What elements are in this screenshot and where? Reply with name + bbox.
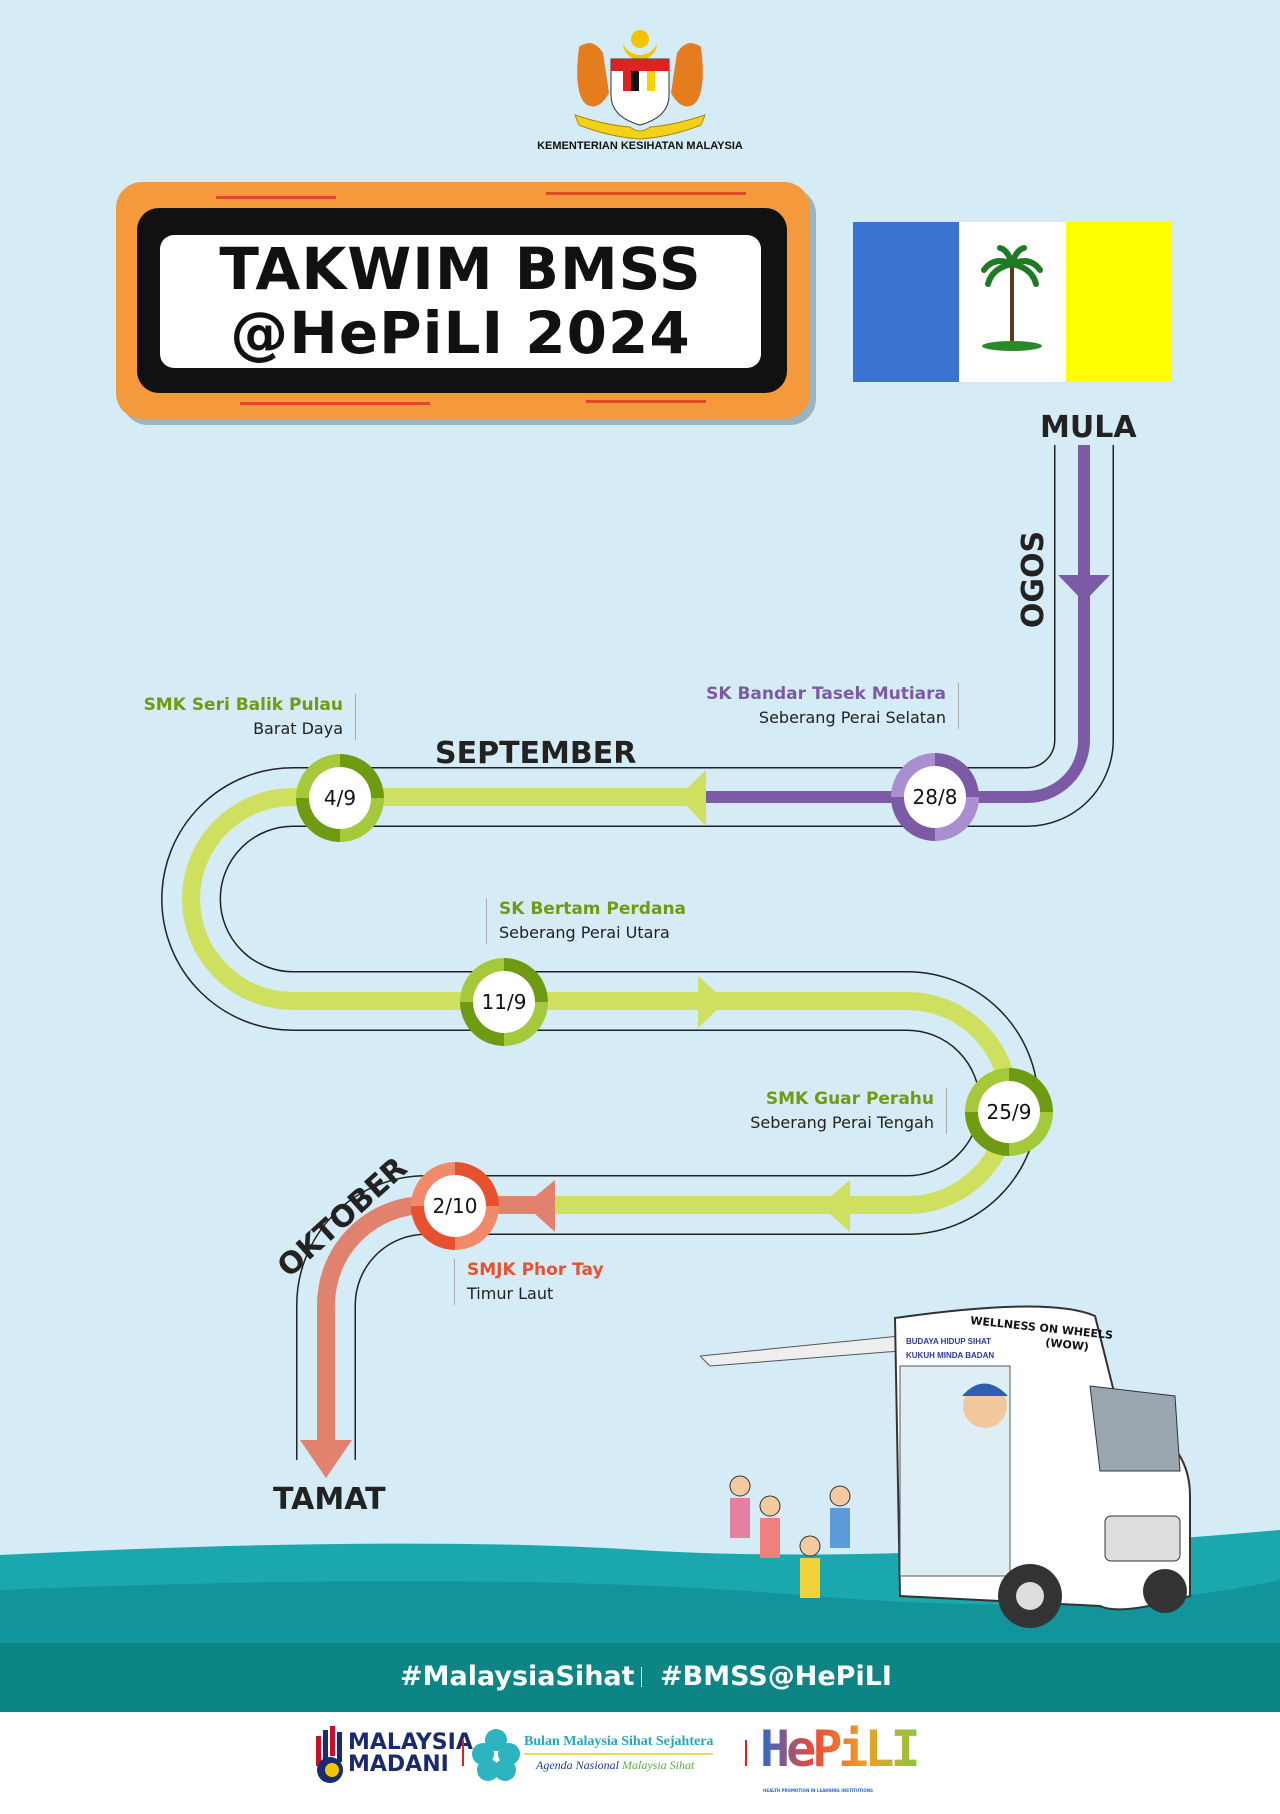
end-label: TAMAT bbox=[273, 1482, 386, 1517]
district-name: Seberang Perai Utara bbox=[499, 923, 670, 942]
district-name: Timur Laut bbox=[467, 1284, 554, 1303]
route-segment-august bbox=[706, 445, 1090, 803]
school-name: SMK Seri Balik Pulau bbox=[143, 695, 343, 715]
arrow-right-icon bbox=[698, 976, 726, 1028]
month-label-september: SEPTEMBER bbox=[435, 736, 637, 771]
hashtag: #MalaysiaSihat bbox=[400, 1661, 635, 1692]
hashtag-bar: #MalaysiaSihat #BMSS@HePiLI bbox=[0, 1643, 1280, 1712]
stop-node[interactable]: 4/9 bbox=[296, 754, 384, 842]
title-line-2: @HePiLI 2024 bbox=[230, 299, 691, 367]
title-line-1: TAKWIM BMSS bbox=[219, 235, 702, 303]
bmss-subtitle-a: Agenda Nasional bbox=[536, 1758, 619, 1772]
coat-of-arms-logo bbox=[574, 30, 706, 140]
stop-date: 4/9 bbox=[309, 767, 371, 829]
madani-text: MALAYSIA bbox=[348, 1730, 473, 1755]
stop-node[interactable]: 28/8 bbox=[891, 753, 979, 841]
school-name: SMJK Phor Tay bbox=[467, 1260, 604, 1280]
divider bbox=[462, 1740, 464, 1766]
page-title: TAKWIM BMSS @HePiLI 2024 bbox=[160, 235, 761, 368]
arrow-down-icon bbox=[300, 1440, 352, 1478]
school-name: SK Bertam Perdana bbox=[499, 899, 687, 919]
arrow-left-icon bbox=[678, 770, 706, 826]
palm-tree-icon bbox=[981, 245, 1044, 351]
bmss-title: Bulan Malaysia Sihat Sejahtera bbox=[524, 1734, 714, 1755]
stop-date: 25/9 bbox=[978, 1081, 1040, 1143]
hashtag: #BMSS@HePiLI bbox=[660, 1661, 892, 1692]
truck-slogan: BUDAYA HIDUP SIHAT bbox=[906, 1337, 991, 1346]
truck-abbr: (WOW) bbox=[1045, 1336, 1090, 1353]
district-name: Seberang Perai Tengah bbox=[750, 1113, 934, 1132]
hepili-subtitle: HEALTH PROMOTION IN LEARNING INSTITUTION… bbox=[763, 1788, 873, 1793]
hibiscus-logo-icon bbox=[472, 1729, 520, 1781]
route-segment-september bbox=[182, 788, 1018, 1214]
district-name: Seberang Perai Selatan bbox=[758, 708, 946, 727]
start-label: MULA bbox=[1040, 410, 1137, 445]
arrow-left-icon bbox=[525, 1180, 555, 1232]
stop-date: 2/10 bbox=[424, 1175, 486, 1237]
truck-slogan: KUKUH MINDA BADAN bbox=[906, 1351, 994, 1360]
arrow-left-icon bbox=[820, 1180, 850, 1232]
madani-logo-icon bbox=[316, 1726, 343, 1783]
divider bbox=[745, 1740, 747, 1766]
stop-date: 11/9 bbox=[473, 971, 535, 1033]
stop-node[interactable]: 2/10 bbox=[411, 1162, 499, 1250]
wellness-truck-illustration: BUDAYA HIDUP SIHAT KUKUH MINDA BADAN WEL… bbox=[700, 1305, 1191, 1628]
stop-node[interactable]: 25/9 bbox=[965, 1068, 1053, 1156]
ministry-name: KEMENTERIAN KESIHATAN MALAYSIA bbox=[537, 140, 743, 152]
madani-text: MADANI bbox=[348, 1752, 449, 1777]
stop-node[interactable]: 11/9 bbox=[460, 958, 548, 1046]
hepili-logo: HePiLI bbox=[760, 1720, 921, 1778]
bmss-subtitle-b: Malaysia Sihat bbox=[622, 1758, 695, 1772]
penang-flag bbox=[853, 222, 1172, 382]
school-name: SK Bandar Tasek Mutiara bbox=[706, 684, 946, 704]
bmss-subtitle: Agenda Nasional Malaysia Sihat bbox=[536, 1758, 694, 1773]
school-name: SMK Guar Perahu bbox=[765, 1089, 934, 1109]
arrow-down-icon bbox=[1058, 575, 1110, 602]
month-label-august: OGOS bbox=[1016, 530, 1052, 629]
district-name: Barat Daya bbox=[253, 719, 343, 738]
stop-date: 28/8 bbox=[904, 766, 966, 828]
divider bbox=[641, 1667, 642, 1687]
route-segment-october bbox=[317, 1196, 545, 1440]
